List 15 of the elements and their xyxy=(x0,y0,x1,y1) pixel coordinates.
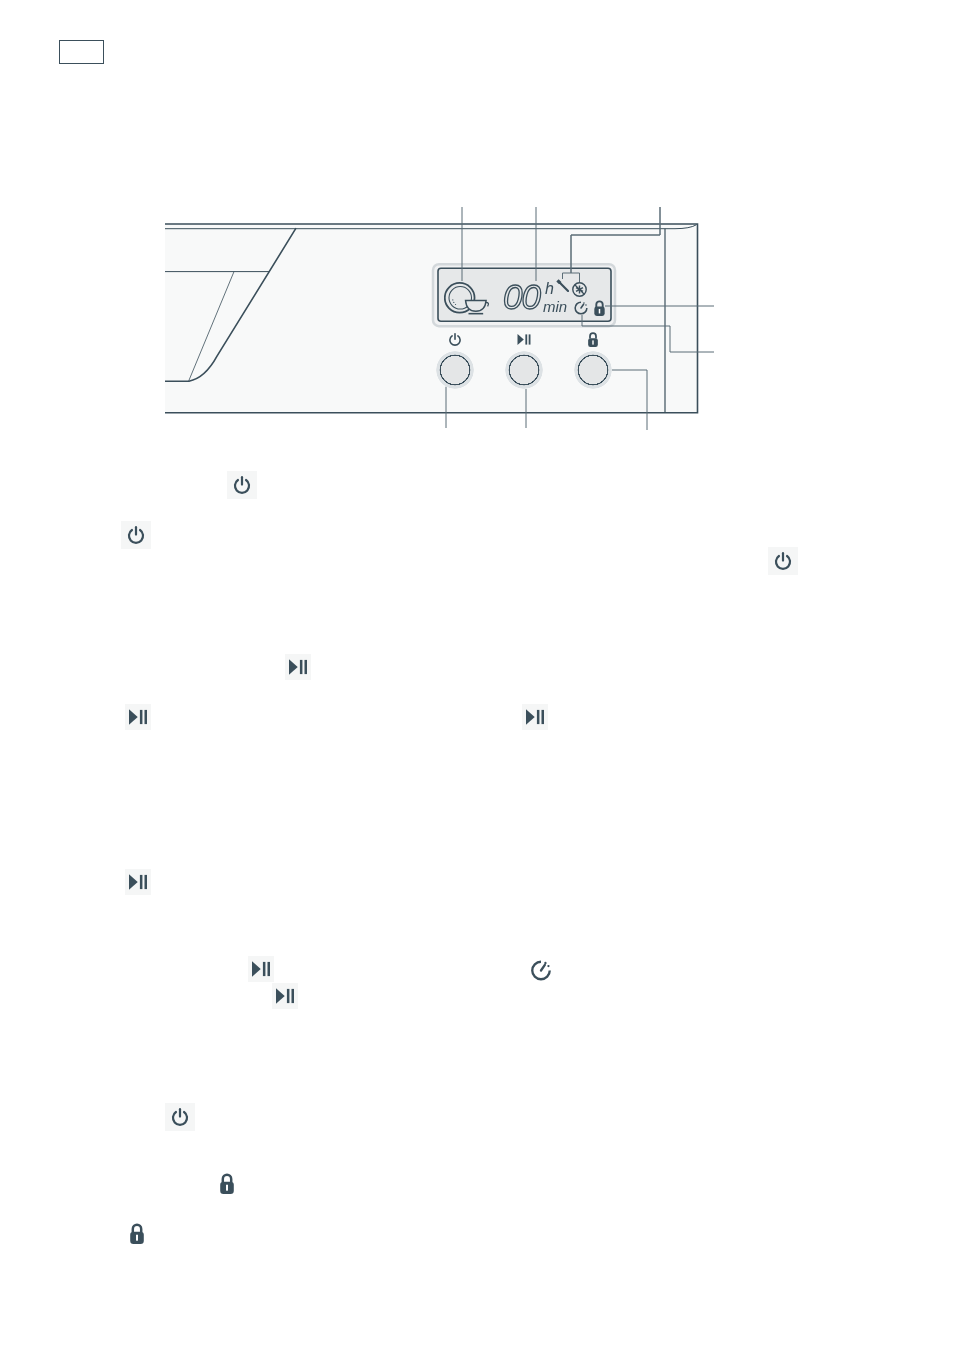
leader-line xyxy=(535,206,537,282)
unit-label: h xyxy=(545,280,554,298)
lock-icon xyxy=(594,300,605,316)
leader-line xyxy=(461,206,463,282)
plate-cup-icon xyxy=(444,281,491,315)
leader-line xyxy=(525,388,527,429)
leader-line xyxy=(445,386,447,429)
time-digits: 00 xyxy=(503,281,543,313)
timer-icon xyxy=(574,301,588,315)
leader-line xyxy=(581,314,715,353)
crossed-circle-icon xyxy=(572,282,587,297)
leader-line xyxy=(611,369,648,431)
leader-line xyxy=(604,305,715,307)
wrench-icon xyxy=(556,279,569,292)
unit-label: min xyxy=(543,298,568,315)
